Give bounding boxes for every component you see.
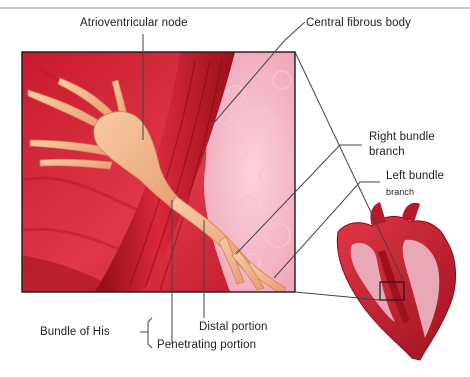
label-av-node: Atrioventricular node xyxy=(80,17,188,30)
label-distal-portion: Distal portion xyxy=(199,321,268,334)
label-bundle-of-his: Bundle of His xyxy=(40,326,110,339)
label-right-bundle-branch-line2: branch xyxy=(369,146,405,159)
label-penetrating-portion: Penetrating portion xyxy=(157,339,256,352)
label-left-bundle-branch-line1: Left bundle xyxy=(386,170,444,183)
label-central-fibrous-body: Central fibrous body xyxy=(306,17,411,30)
label-left-bundle-branch-line2: branch xyxy=(386,187,414,198)
magnified-view xyxy=(22,52,295,294)
label-right-bundle-branch-line1: Right bundle xyxy=(369,131,435,144)
heart-illustration xyxy=(337,202,455,360)
